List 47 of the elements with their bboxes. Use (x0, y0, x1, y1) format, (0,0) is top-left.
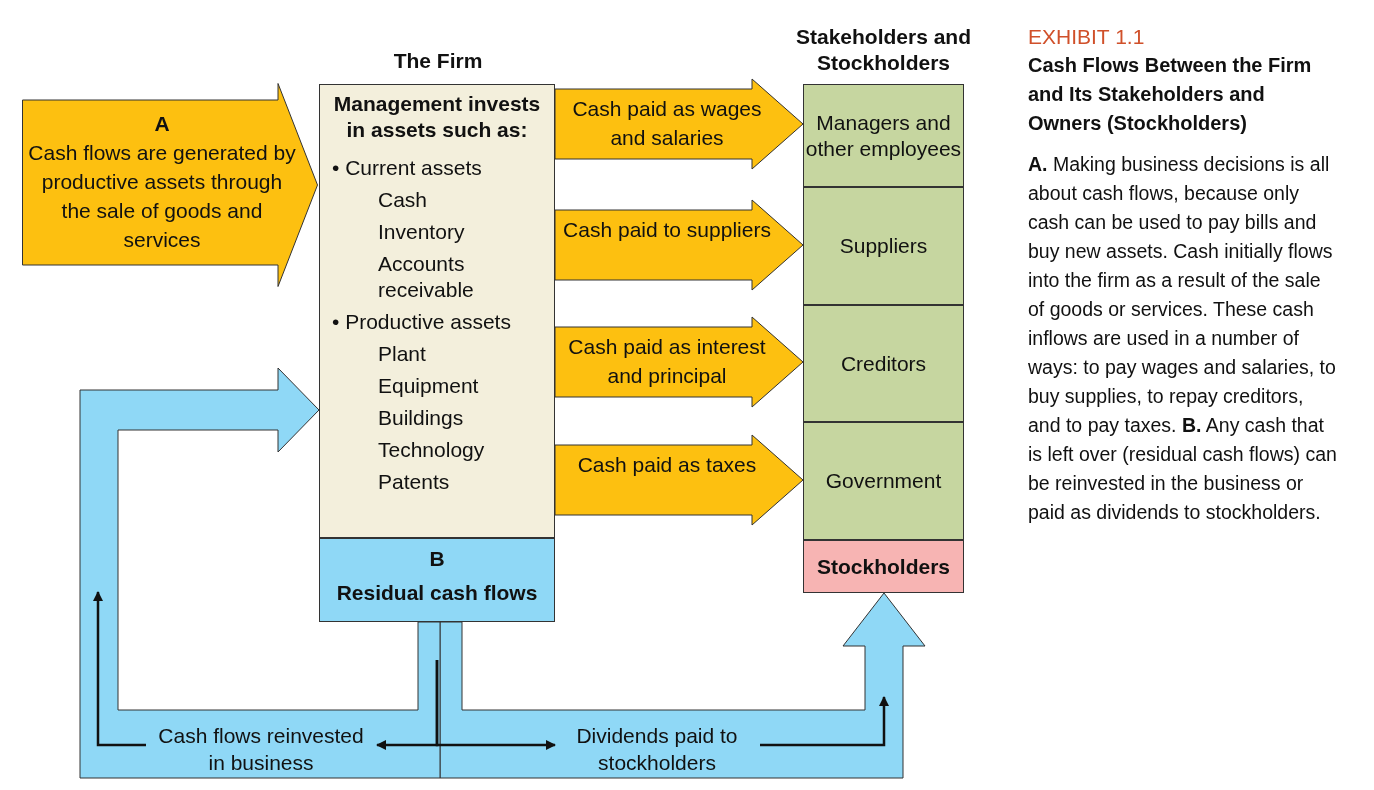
heading-label: Stakeholders and Stockholders (794, 24, 973, 76)
block-arrow (554, 316, 804, 408)
edge-label: Cash paid to suppliers (562, 217, 772, 243)
bullet-item: • Productive assets (332, 309, 512, 335)
block-arrow (554, 199, 804, 291)
list-item: Equipment (378, 373, 480, 399)
description-text: Cash flows are generated by productive assets through the sale of goods and services (27, 140, 297, 253)
residual-box (319, 538, 555, 622)
box-label: Managers and other employees (804, 109, 963, 162)
edge-label: Cash paid as taxes (576, 452, 758, 478)
list-item: Patents (378, 469, 451, 495)
caption: A. Making business decisions is all about cash flows, because only cash can be used to pay bills and buy new assets. Cash initially flows into the firm as a result of the sale of goods or services. These cash inflows are used in a number of ways: to pay wages and salaries, to buy supplies, to repay creditors, and to pay taxes. B. Any cash that is left over (residual cash flows) can be reinvested in the business or paid as dividends to stockholders. (1028, 152, 1338, 525)
flow-label: Dividends paid to stockholders (556, 722, 758, 778)
box-label: Residual cash flows (335, 581, 539, 605)
heading-text: Management invests in assets such as: (332, 91, 542, 143)
stakeholder-box (803, 305, 964, 422)
stockholder-box (803, 540, 964, 593)
list-item: Accounts receivable (378, 251, 475, 303)
block-arrow (554, 78, 804, 170)
list-item: Plant (378, 341, 427, 367)
stakeholder-box (803, 422, 964, 540)
flow-arrow (439, 592, 926, 779)
list-item: Cash (378, 187, 429, 213)
list-item: Inventory (378, 219, 466, 245)
exhibit-label: EXHIBIT 1.1 (1028, 24, 1146, 50)
block-arrow (22, 83, 318, 287)
heading-label: The Firm (392, 49, 484, 73)
arrow (435, 660, 556, 750)
box-label: Government (825, 468, 942, 494)
arrow (93, 591, 146, 747)
stakeholder-box (803, 84, 964, 187)
arrow (760, 696, 889, 747)
flow-arrow (79, 367, 441, 779)
flow-label: Cash flows reinvested in business (150, 722, 372, 776)
box-label: Suppliers (839, 233, 928, 259)
box-label: Creditors (840, 350, 927, 377)
stakeholder-box (803, 187, 964, 305)
block-arrow (554, 434, 804, 526)
heading-label: A (153, 111, 171, 137)
edge-label: Cash paid as interest and principal (567, 334, 767, 389)
heading-label: B (428, 547, 446, 571)
list-item: Technology (378, 437, 486, 463)
edge-label: Cash paid as wages and salaries (571, 96, 763, 151)
bullet-item: • Current assets (332, 155, 483, 181)
list-item: Buildings (378, 405, 465, 431)
box-label: Stockholders (816, 553, 950, 580)
title: Cash Flows Between the Firm and Its Stakeholders and Owners (Stockholders) (1028, 53, 1313, 136)
